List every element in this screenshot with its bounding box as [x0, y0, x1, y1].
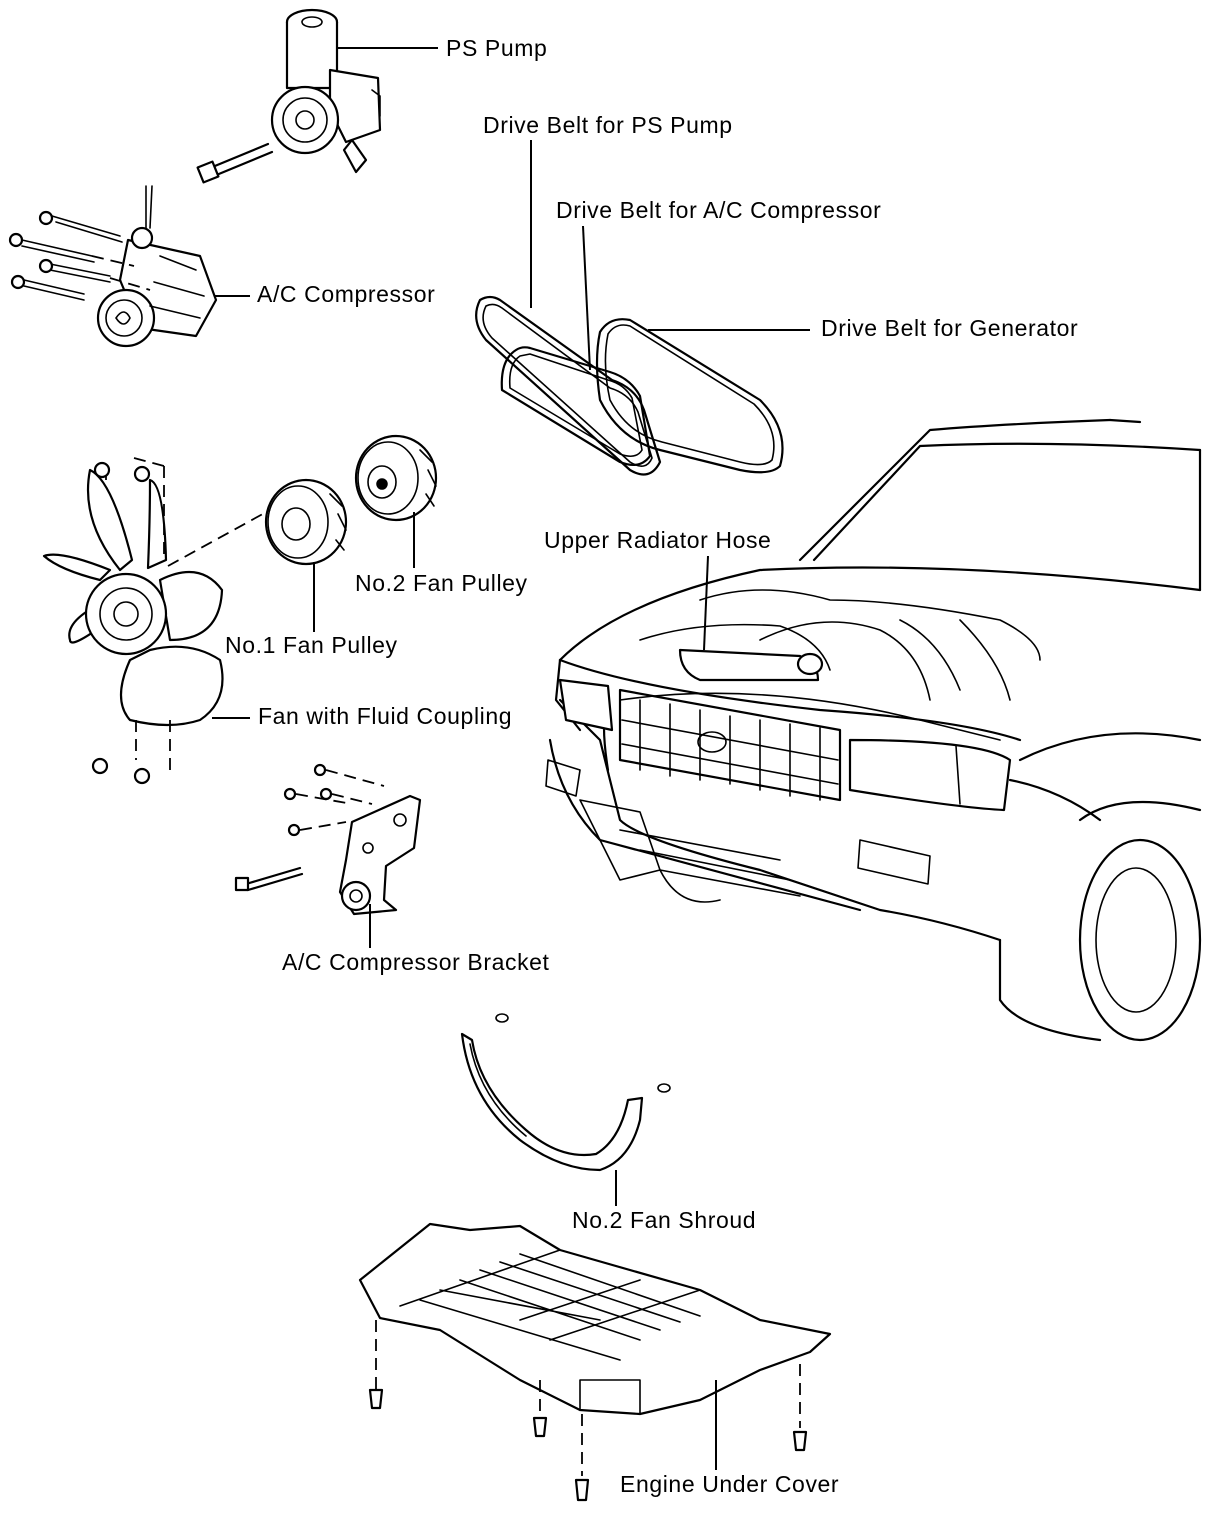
ps-pump-part [270, 8, 382, 174]
ac-compressor-part [96, 185, 218, 348]
label-no2-fan-shroud: No.2 Fan Shroud [572, 1207, 756, 1233]
label-upper-radiator-hose: Upper Radiator Hose [544, 527, 771, 553]
vehicle-front-outline [545, 418, 1202, 1042]
leader-lines [212, 47, 810, 1470]
drive-belt-generator-part [595, 318, 784, 474]
upper-radiator-hose-part [678, 648, 824, 682]
ac-compressor-bracket-part [338, 794, 422, 916]
label-ac-compressor-bracket: A/C Compressor Bracket [282, 949, 550, 975]
ac-compressor-bracket-bolts [234, 763, 385, 892]
no1-fan-pulley-part [264, 478, 348, 566]
label-fan-with-fluid-coupling: Fan with Fluid Coupling [258, 703, 512, 729]
engine-under-cover-part [358, 1222, 832, 1416]
ac-compressor-bolts [8, 210, 151, 301]
ps-pump-bolt [196, 142, 274, 184]
fan-with-fluid-coupling-part [42, 457, 271, 770]
fan-nuts [91, 461, 151, 785]
no2-fan-pulley-part [354, 434, 438, 522]
drive-belt-ac-compressor-part [500, 346, 652, 467]
no2-fan-shroud-part [460, 1013, 671, 1172]
label-no2-fan-pulley: No.2 Fan Pulley [355, 570, 528, 596]
label-ac-compressor: A/C Compressor [257, 281, 435, 307]
labels: PS Pump Drive Belt for PS Pump Drive Bel… [225, 35, 1078, 1497]
label-drive-belt-ps-pump: Drive Belt for PS Pump [483, 112, 733, 138]
label-engine-under-cover: Engine Under Cover [620, 1471, 839, 1497]
engine-bay [619, 589, 1041, 741]
label-ps-pump: PS Pump [446, 35, 547, 61]
label-drive-belt-generator: Drive Belt for Generator [821, 315, 1078, 341]
label-drive-belt-ac-compressor: Drive Belt for A/C Compressor [556, 197, 881, 223]
engine-under-cover-bolts [368, 1320, 808, 1502]
label-no1-fan-pulley: No.1 Fan Pulley [225, 632, 398, 658]
